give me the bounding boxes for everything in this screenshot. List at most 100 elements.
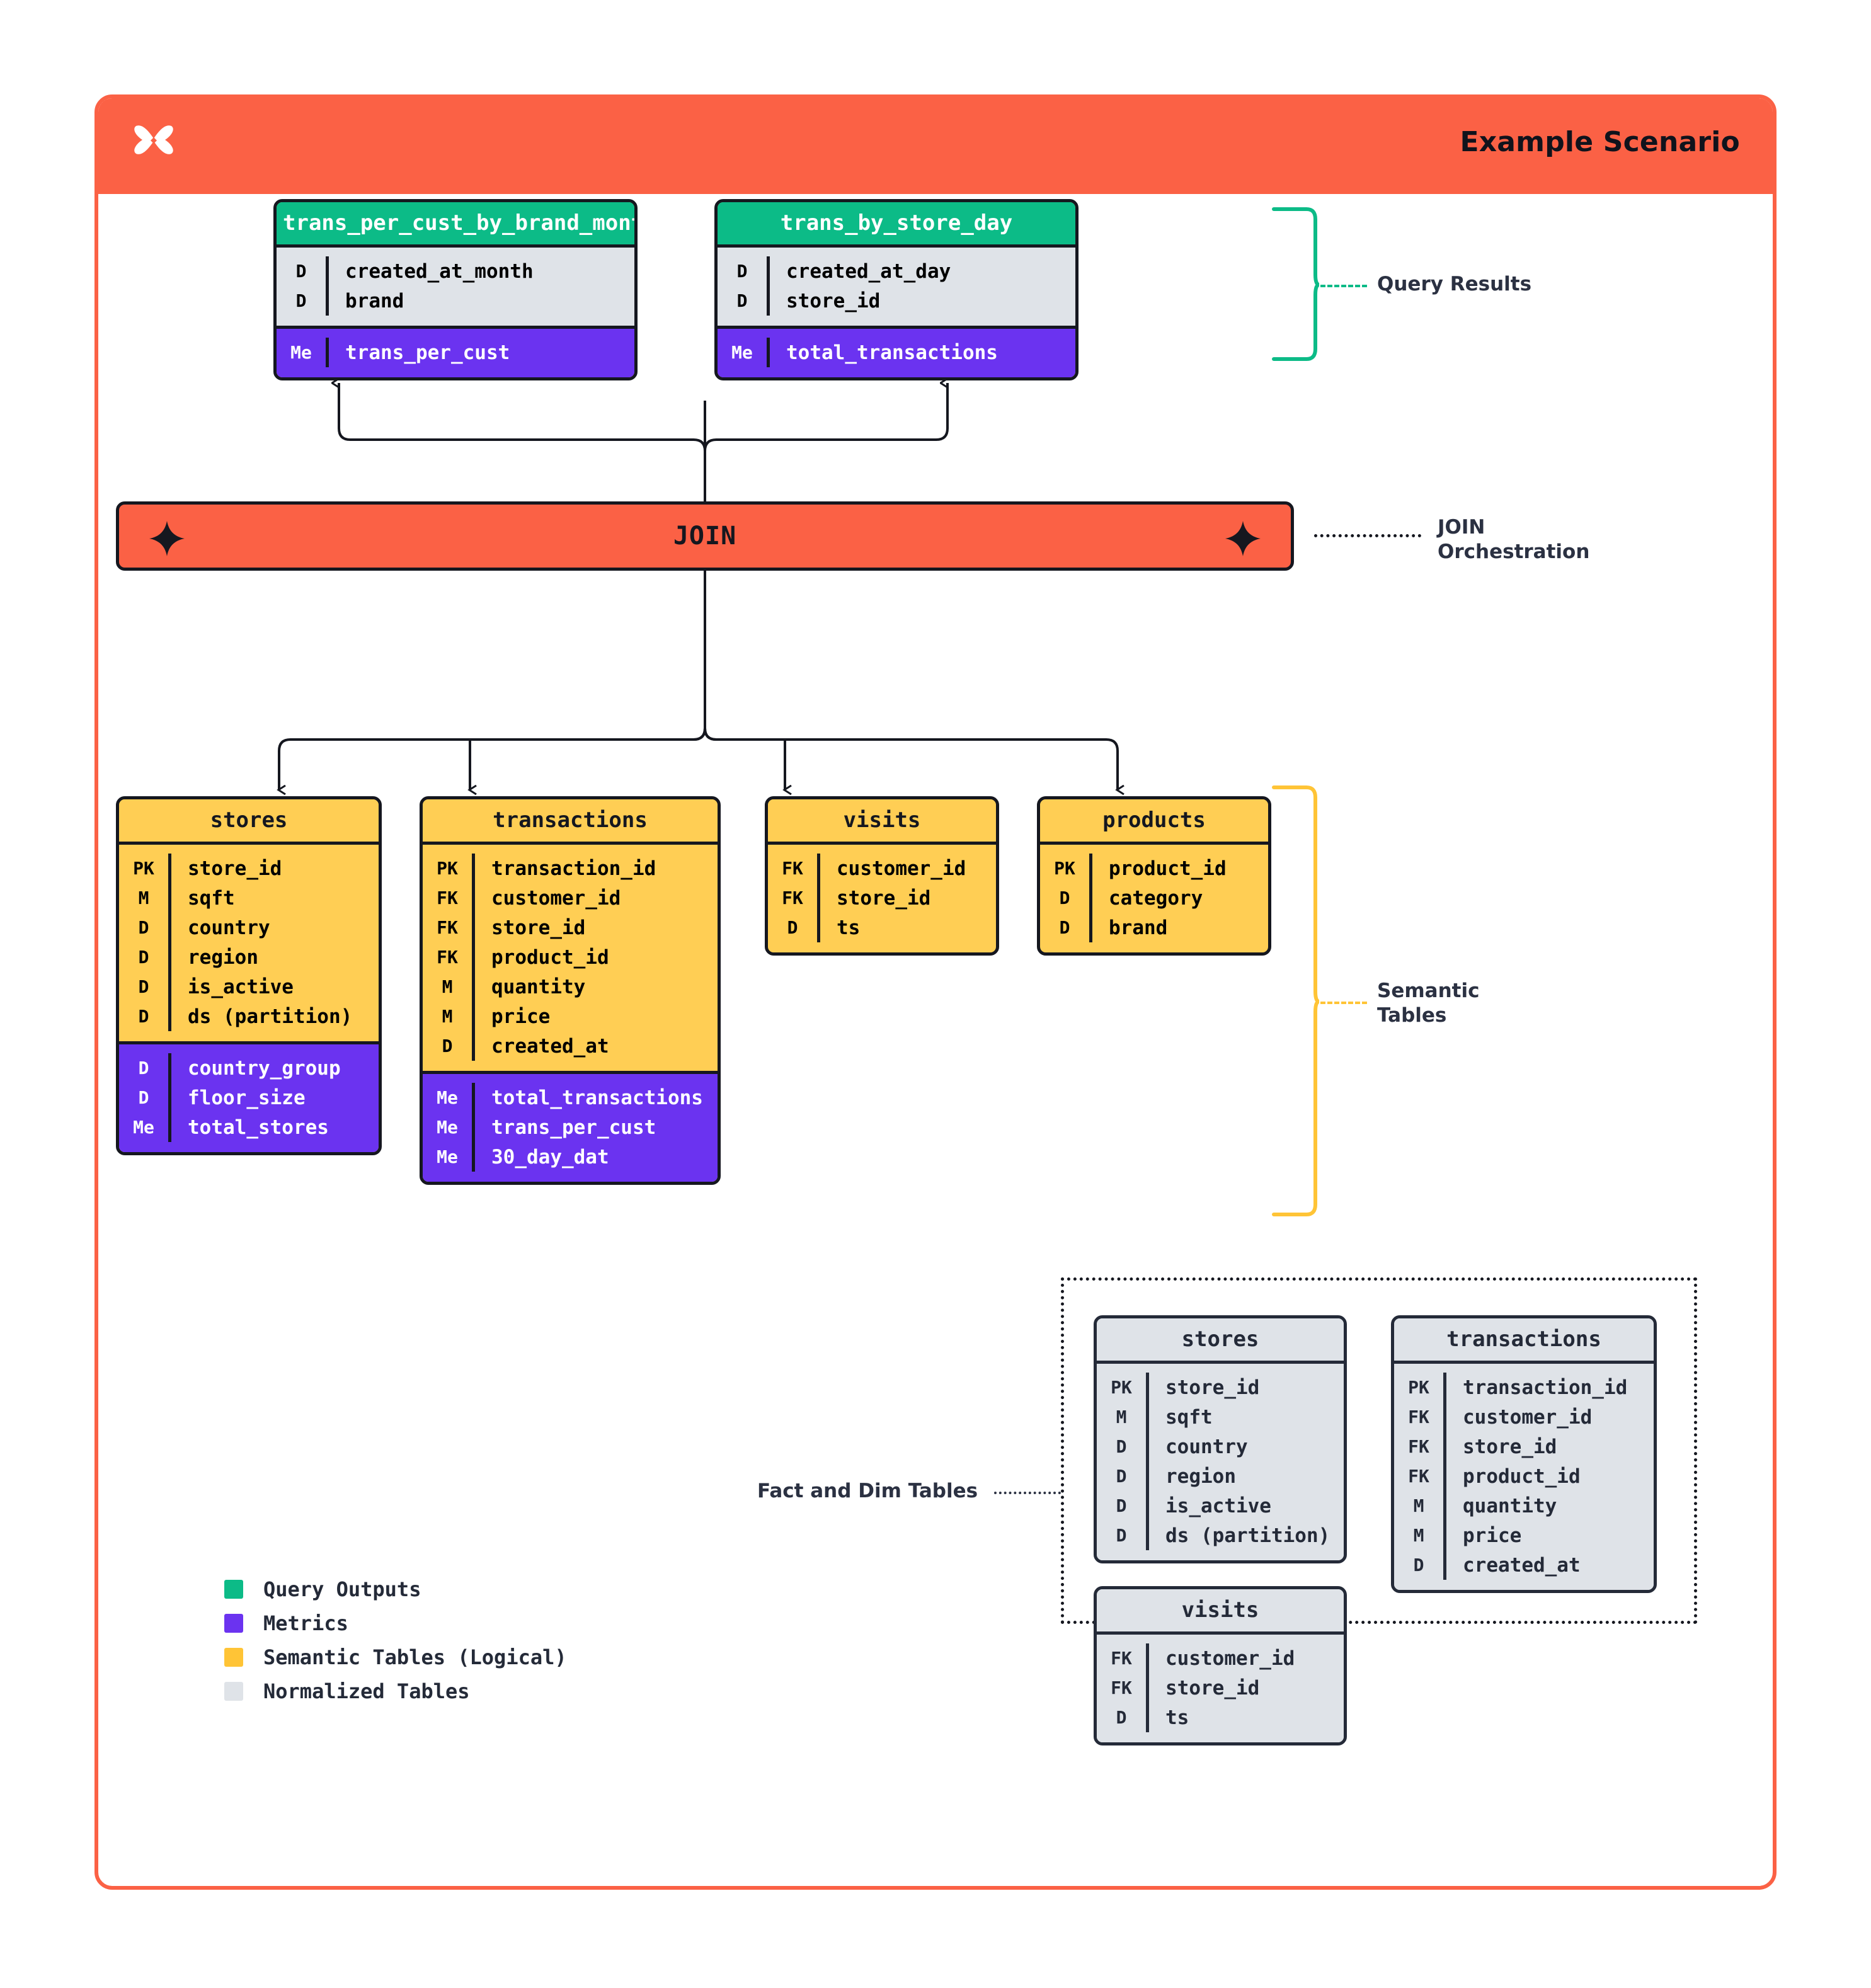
sparkle-icon <box>148 520 186 557</box>
legend: Query Outputs Metrics Semantic Tables (L… <box>224 1572 567 1708</box>
row-field: total_transactions <box>786 341 998 364</box>
row-key: D <box>119 972 171 1002</box>
legend-label: Semantic Tables (Logical) <box>263 1645 567 1669</box>
query-results-leader-line <box>1320 285 1367 287</box>
row-field: store_id <box>1463 1435 1557 1458</box>
row-field: created_at <box>491 1034 609 1058</box>
page-title: Example Scenario <box>1460 126 1740 158</box>
row-field: category <box>1109 886 1203 910</box>
row-field: floor_size <box>188 1086 306 1109</box>
row-field: ds (partition) <box>188 1005 353 1028</box>
table-row: D brand <box>277 286 634 316</box>
table-row: Me trans_per_cust <box>277 338 634 367</box>
row-field: product_id <box>491 945 609 969</box>
row-key: FK <box>1394 1461 1446 1491</box>
row-field: region <box>188 945 258 969</box>
join-label: JOIN <box>673 522 737 551</box>
row-key: Me <box>423 1142 475 1172</box>
row-field: is_active <box>1165 1494 1271 1517</box>
row-field: price <box>1463 1524 1522 1547</box>
row-field: brand <box>345 289 404 312</box>
row-key: M <box>1394 1521 1446 1550</box>
row-key: D <box>277 286 329 316</box>
semantic-tables-annotation-line1: Semantic <box>1377 980 1480 1002</box>
row-field: ts <box>1165 1706 1189 1729</box>
legend-swatch-semantic-tables <box>224 1648 243 1667</box>
row-field: created_at_month <box>345 260 534 283</box>
row-key: D <box>1394 1550 1446 1580</box>
join-annotation-line1: JOIN <box>1438 516 1485 539</box>
legend-item: Query Outputs <box>224 1572 567 1606</box>
table-title: trans_by_store_day <box>718 202 1075 248</box>
legend-label: Query Outputs <box>263 1577 421 1601</box>
table-title: stores <box>1097 1318 1344 1364</box>
row-key: D <box>119 1002 171 1031</box>
row-key: Me <box>718 338 770 367</box>
row-key: Me <box>277 338 329 367</box>
table-title: stores <box>119 799 379 845</box>
row-key: D <box>1097 1461 1149 1491</box>
legend-swatch-metrics <box>224 1614 243 1633</box>
row-field: total_transactions <box>491 1086 703 1109</box>
join-orchestration-bar[interactable]: JOIN <box>116 501 1294 571</box>
semantic-tables-annotation: Semantic Tables <box>1377 979 1479 1028</box>
join-annotation: JOIN Orchestration <box>1438 515 1589 564</box>
row-field: country <box>188 916 270 939</box>
row-key: D <box>1097 1432 1149 1461</box>
table-row: FK store_id <box>423 913 718 942</box>
row-field: customer_id <box>1463 1405 1593 1429</box>
row-field: trans_per_cust <box>345 341 510 364</box>
query-results-annotation: Query Results <box>1377 273 1532 295</box>
butterfly-x-logo-icon <box>129 121 179 171</box>
row-field: region <box>1165 1465 1236 1488</box>
row-field: ds (partition) <box>1165 1524 1330 1547</box>
query-result-table-trans-per-cust-by-brand-month[interactable]: trans_per_cust_by_brand_month D created_… <box>273 199 638 380</box>
table-title: products <box>1040 799 1268 845</box>
dimension-rows: D created_at_month D brand <box>277 248 634 326</box>
semantic-tables-annotation-line2: Tables <box>1377 1003 1447 1027</box>
legend-label: Metrics <box>263 1611 348 1635</box>
row-key: PK <box>1097 1373 1149 1402</box>
table-row: Me total_transactions <box>718 338 1075 367</box>
row-key: FK <box>423 883 475 913</box>
row-key: FK <box>423 913 475 942</box>
query-result-table-trans-by-store-day[interactable]: trans_by_store_day D created_at_day D st… <box>714 199 1079 380</box>
row-key: FK <box>768 883 820 913</box>
row-field: total_stores <box>188 1116 329 1139</box>
metric-rows: Me total_transactions <box>718 326 1075 377</box>
row-field: store_id <box>491 916 586 939</box>
row-key: D <box>718 286 770 316</box>
row-field: quantity <box>1463 1494 1557 1517</box>
